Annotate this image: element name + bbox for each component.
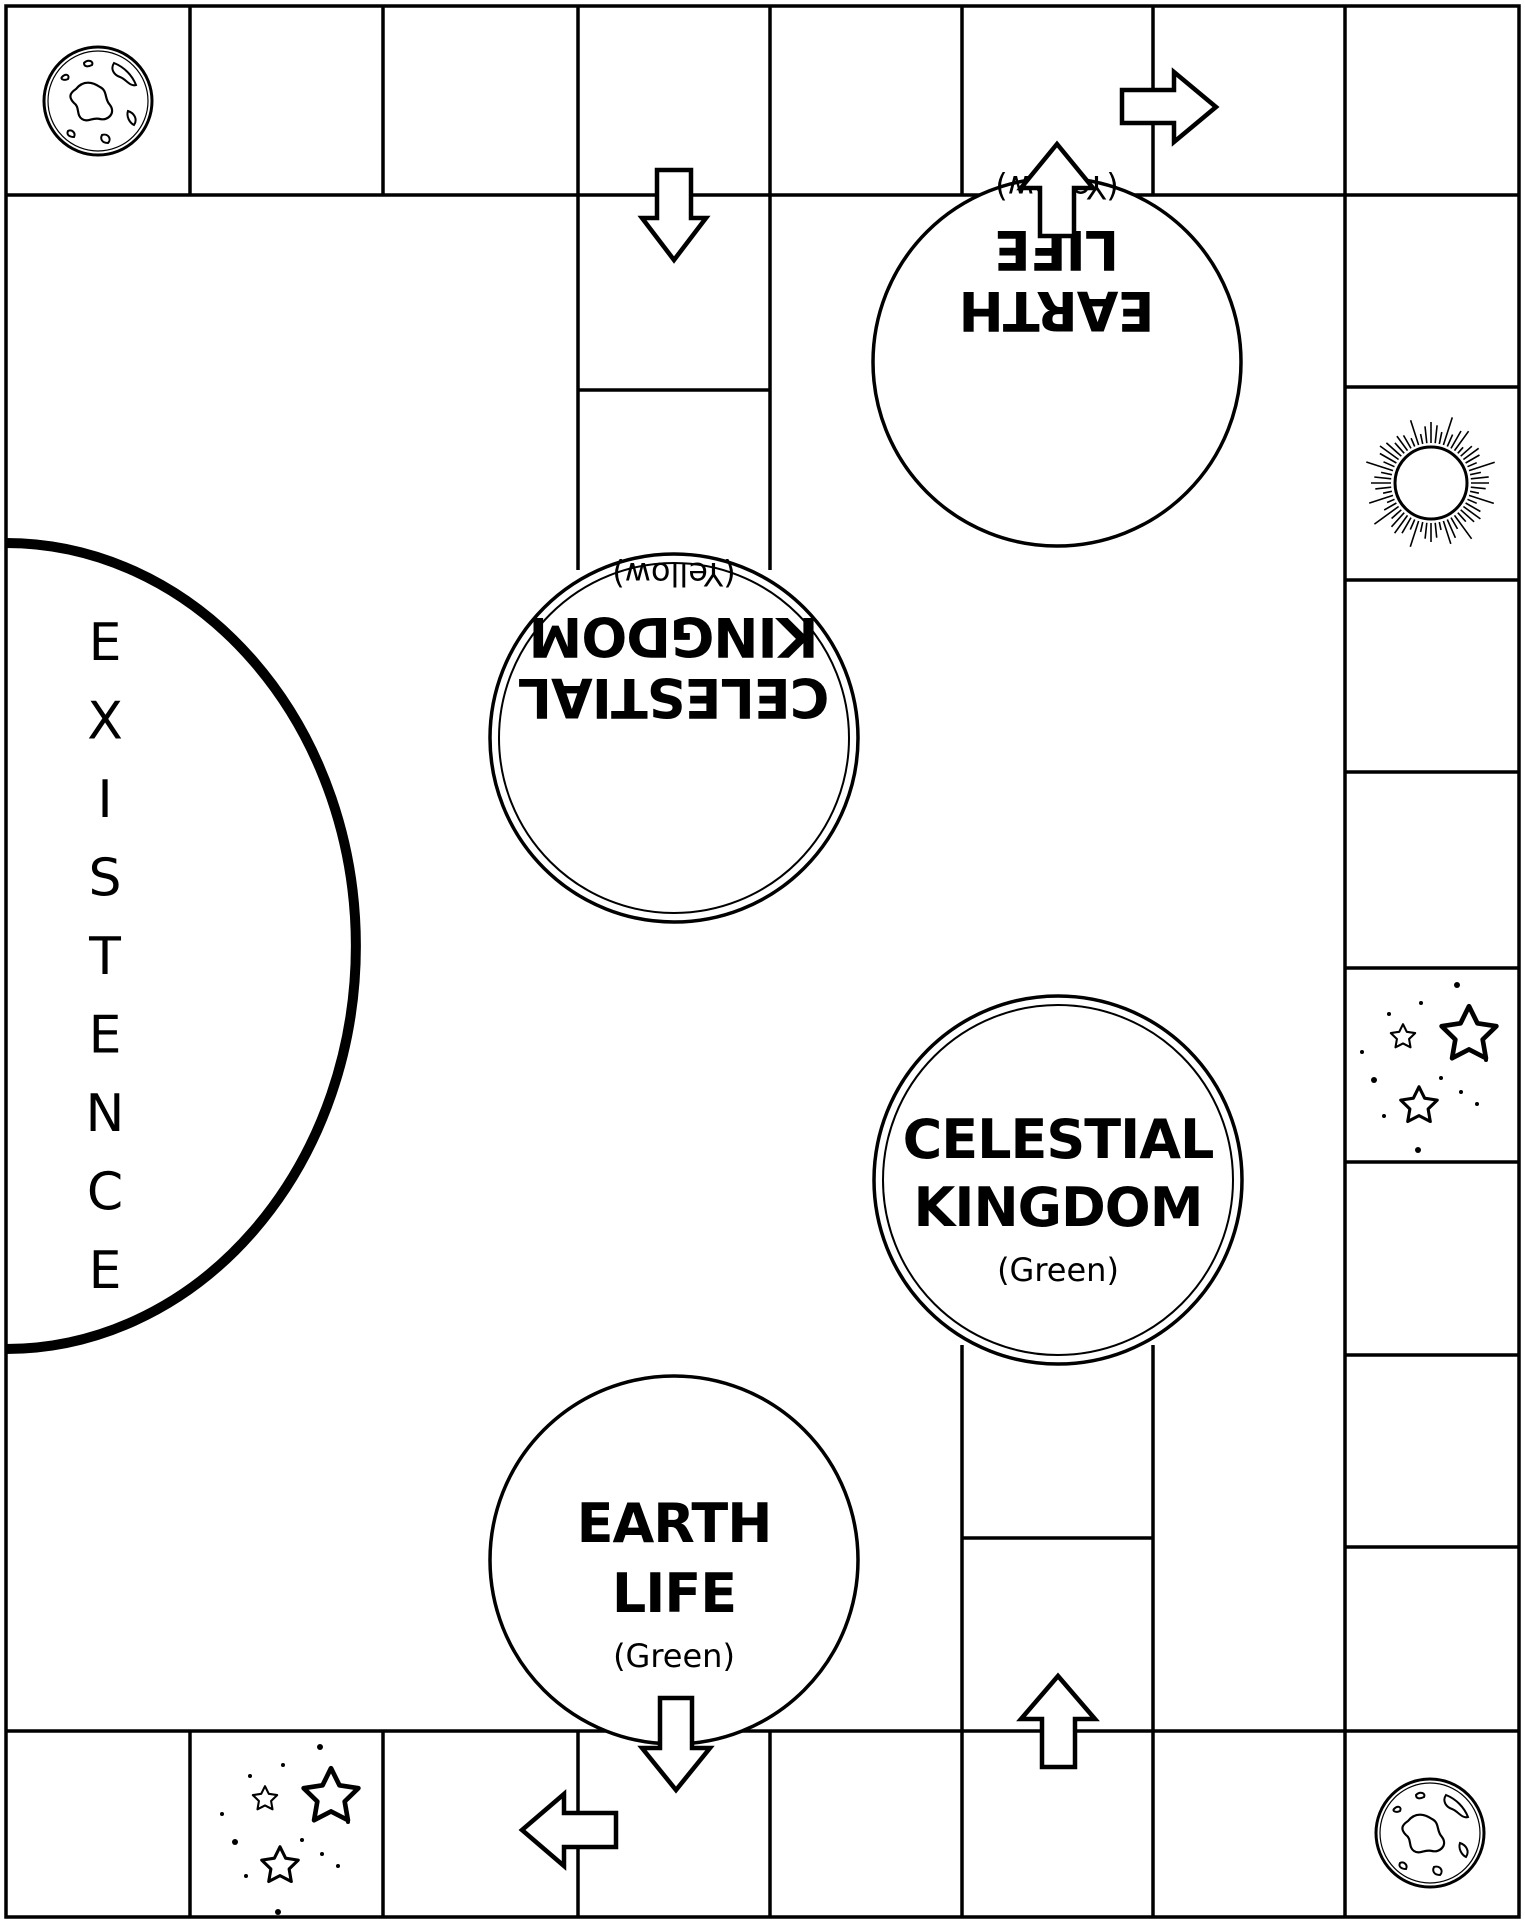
stars-icon <box>1360 982 1496 1153</box>
arrow-left-icon <box>522 1794 616 1866</box>
celestial-kingdom-green-color: (Green) <box>997 1251 1119 1289</box>
existence-area <box>6 543 356 1349</box>
earth-life-green-circle[interactable]: EARTH LIFE (Green) <box>490 1376 858 1744</box>
earth-life-yellow-line1: EARTH <box>960 279 1155 342</box>
existence-letter: T <box>88 927 121 987</box>
celestial-kingdom-yellow-line2: KINGDOM <box>530 605 819 668</box>
arrow-up-icon <box>1021 1676 1095 1767</box>
celestial-kingdom-green-line2: KINGDOM <box>914 1176 1203 1239</box>
existence-letter: X <box>87 692 123 752</box>
earth-icon <box>44 47 152 155</box>
arrow-down-icon <box>642 170 706 260</box>
existence-letter: E <box>89 1241 122 1301</box>
existence-letter: E <box>89 613 122 673</box>
sun-icon <box>1366 417 1494 546</box>
existence-letter: N <box>86 1084 125 1144</box>
existence-letter: E <box>89 1006 122 1066</box>
celestial-kingdom-yellow-circle[interactable]: CELESTIAL KINGDOM (Yellow) <box>490 554 858 922</box>
existence-letter: C <box>87 1163 123 1223</box>
earth-life-green-line2: LIFE <box>612 1562 736 1625</box>
earth-icon <box>1376 1779 1484 1887</box>
celestial-kingdom-green-circle[interactable]: CELESTIAL KINGDOM (Green) <box>874 996 1242 1364</box>
celestial-kingdom-yellow-color: (Yellow) <box>612 555 735 593</box>
celestial-kingdom-green-line1: CELESTIAL <box>903 1108 1214 1171</box>
earth-life-green-color: (Green) <box>613 1637 735 1675</box>
existence-letter: I <box>97 770 112 830</box>
earth-life-green-line1: EARTH <box>577 1492 772 1555</box>
arrow-right-icon <box>1122 72 1216 142</box>
existence-letter: S <box>88 849 121 909</box>
stars-icon <box>220 1744 358 1915</box>
celestial-kingdom-yellow-line1: CELESTIAL <box>519 666 830 729</box>
